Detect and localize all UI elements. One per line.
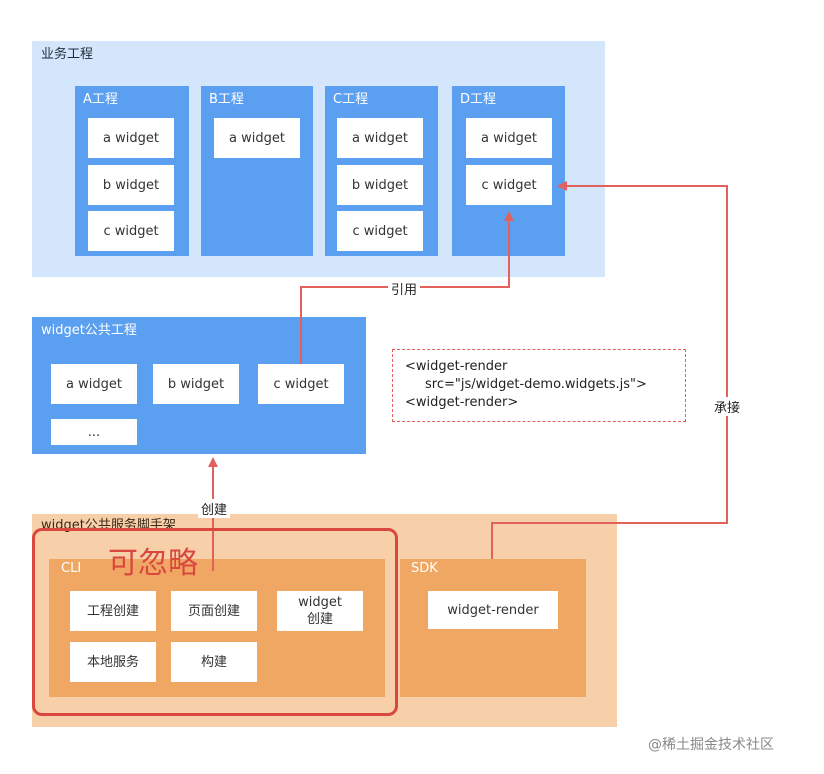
sdk-item-widget-render: widget-render	[428, 591, 558, 629]
sdk-title: SDK	[411, 561, 438, 576]
project-a: A工程 a widget b widget c widget	[75, 86, 189, 256]
project-d-widget-c: c widget	[466, 165, 552, 205]
cli-item-build: 构建	[171, 642, 257, 682]
project-c-widget-c: c widget	[337, 211, 423, 251]
code-line-2: src="js/widget-demo.widgets.js">	[425, 377, 647, 392]
watermark: @稀土掘金技术社区	[648, 737, 774, 753]
common-widget-more: ...	[51, 419, 137, 445]
project-d: D工程 a widget c widget	[452, 86, 565, 256]
cli-item-local-service: 本地服务	[70, 642, 156, 682]
common-widget-a: a widget	[51, 364, 137, 404]
project-c: C工程 a widget b widget c widget	[325, 86, 438, 256]
common-widget-b: b widget	[153, 364, 239, 404]
reference-label: 引用	[388, 279, 421, 298]
project-d-widget-a: a widget	[466, 118, 552, 158]
project-a-widget-a: a widget	[88, 118, 174, 158]
code-snippet-box: <widget-render src="js/widget-demo.widge…	[392, 349, 686, 422]
common-project-panel: widget公共工程 a widget b widget c widget ..…	[32, 317, 366, 454]
cli-item-page-create: 页面创建	[171, 591, 257, 631]
cli-title: CLI	[61, 561, 82, 576]
project-c-widget-a: a widget	[337, 118, 423, 158]
ignore-annotation: 可忽略	[108, 546, 198, 581]
project-a-widget-c: c widget	[88, 211, 174, 251]
project-d-title: D工程	[460, 92, 497, 107]
project-c-title: C工程	[333, 92, 369, 107]
cli-item-widget-create: widget 创建	[277, 591, 363, 631]
common-widget-c: c widget	[258, 364, 344, 404]
project-b-widget-a: a widget	[214, 118, 300, 158]
inherit-label: 承接	[711, 397, 744, 416]
code-line-3: <widget-render>	[405, 395, 519, 410]
cli-panel: CLI 工程创建 页面创建 widget 创建 本地服务 构建	[49, 559, 385, 697]
create-label: 创建	[198, 499, 231, 518]
project-b-title: B工程	[209, 92, 244, 107]
project-c-widget-b: b widget	[337, 165, 423, 205]
code-line-1: <widget-render	[405, 359, 508, 374]
project-a-widget-b: b widget	[88, 165, 174, 205]
project-b: B工程 a widget	[201, 86, 313, 256]
sdk-panel: SDK widget-render	[400, 559, 586, 697]
common-project-label: widget公共工程	[41, 323, 137, 338]
project-a-title: A工程	[83, 92, 118, 107]
business-area-label: 业务工程	[41, 47, 94, 62]
cli-item-project-create: 工程创建	[70, 591, 156, 631]
ignore-highlight-box	[32, 528, 398, 716]
